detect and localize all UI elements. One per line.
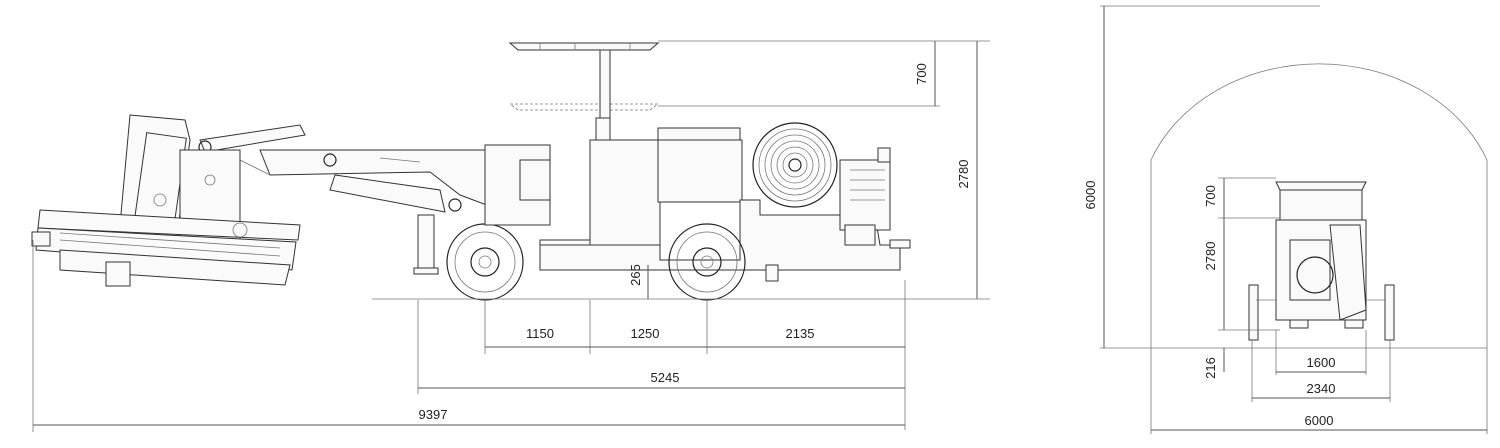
dim-tunnel-height: 6000 (1083, 181, 1098, 210)
dim-carrier-length: 5245 (651, 370, 680, 385)
drill-boom (198, 124, 551, 226)
drill-head (31, 114, 301, 287)
hose-reel (752, 122, 838, 208)
dim-rear-overhang: 2135 (786, 326, 815, 341)
dim-tunnel-width: 6000 (1305, 413, 1334, 428)
front-wheel (446, 223, 524, 301)
dim-ground-clearance: 265 (628, 264, 643, 286)
tunnel-profile (1150, 63, 1488, 348)
dim-outrigger-width: 2340 (1307, 381, 1336, 396)
dim-front-overhang: 1150 (526, 326, 554, 341)
front-view: 6000 700 2780 216 1600 2340 6000 (1083, 5, 1488, 434)
side-view-machine (31, 42, 911, 301)
dim-front-canopy-travel: 700 (1203, 185, 1218, 207)
front-view-machine (1248, 181, 1395, 341)
rear-jack (765, 264, 779, 282)
carrier-body (539, 127, 911, 271)
canopy-raised (508, 42, 660, 51)
canopy-post (599, 49, 611, 121)
dim-total-length: 9397 (419, 407, 448, 422)
canopy-lowered (508, 103, 660, 111)
side-view-dimensions: 1150 1250 2135 5245 9397 700 2780 265 (32, 40, 990, 432)
dim-front-height: 2780 (1203, 242, 1218, 271)
dim-track-width: 1600 (1307, 355, 1336, 370)
front-jack (413, 214, 439, 275)
dim-height: 2780 (956, 160, 971, 189)
dim-wheelbase: 1250 (631, 326, 660, 341)
dim-canopy-travel: 700 (914, 63, 929, 85)
dim-front-clearance: 216 (1203, 357, 1218, 379)
